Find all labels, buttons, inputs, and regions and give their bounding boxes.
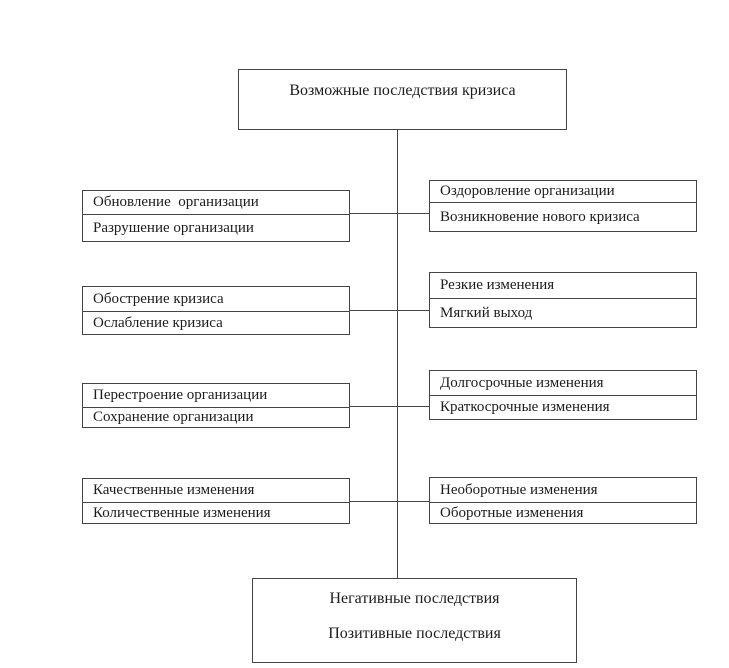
positive-outcomes-label: Позитивные последствия xyxy=(328,625,501,642)
node-row-label: Оборотные изменения xyxy=(440,504,584,521)
connector-row-2 xyxy=(349,310,430,311)
node-row-label: Оздоровление организации xyxy=(430,181,696,203)
node-longterm-shortterm: Долгосрочные изменения Краткосрочные изм… xyxy=(429,370,697,420)
title-box: Возможные последствия кризиса xyxy=(238,69,567,130)
node-sharp-soft: Резкие изменения Мягкий выход xyxy=(429,272,697,328)
node-row-label: Ослабление кризиса xyxy=(93,314,223,331)
node-row-label: Качественные изменения xyxy=(83,479,349,503)
node-row-label: Резкие изменения xyxy=(430,273,696,299)
node-row-label: Мягкий выход xyxy=(440,304,533,321)
node-row-label: Необоротные изменения xyxy=(430,478,696,503)
node-qualitative-quantitative: Качественные изменения Количественные из… xyxy=(82,478,350,524)
node-row-label: Сохранение организации xyxy=(93,409,254,425)
node-restructuring-preservation: Перестроение организации Сохранение орга… xyxy=(82,383,350,428)
central-spine-line xyxy=(397,130,398,578)
outcomes-box: Негативные последствия Позитивные послед… xyxy=(252,578,577,663)
diagram-title: Возможные последствия кризиса xyxy=(289,82,516,99)
negative-outcomes-label: Негативные последствия xyxy=(329,590,500,607)
node-row-label: Разрушение организации xyxy=(93,219,254,236)
node-row-label: Количественные изменения xyxy=(93,504,271,521)
node-recovery-newcrisis: Оздоровление организации Возникновение н… xyxy=(429,180,697,232)
connector-row-3 xyxy=(349,406,430,407)
node-row-label: Возникновение нового кризиса xyxy=(440,208,640,225)
node-row-label: Краткосрочные изменения xyxy=(440,399,610,415)
node-row-label: Долгосрочные изменения xyxy=(430,371,696,396)
connector-row-1 xyxy=(349,213,430,214)
node-row-label: Обновление организации xyxy=(83,191,349,215)
node-row-label: Перестроение организации xyxy=(83,384,349,408)
connector-row-4 xyxy=(349,501,430,502)
node-renewal-destruction: Обновление организации Разрушение органи… xyxy=(82,190,350,242)
node-irreversible-reversible: Необоротные изменения Оборотные изменени… xyxy=(429,477,697,524)
node-row-label: Обострение кризиса xyxy=(83,287,349,312)
node-aggravation-weakening: Обострение кризиса Ослабление кризиса xyxy=(82,286,350,335)
